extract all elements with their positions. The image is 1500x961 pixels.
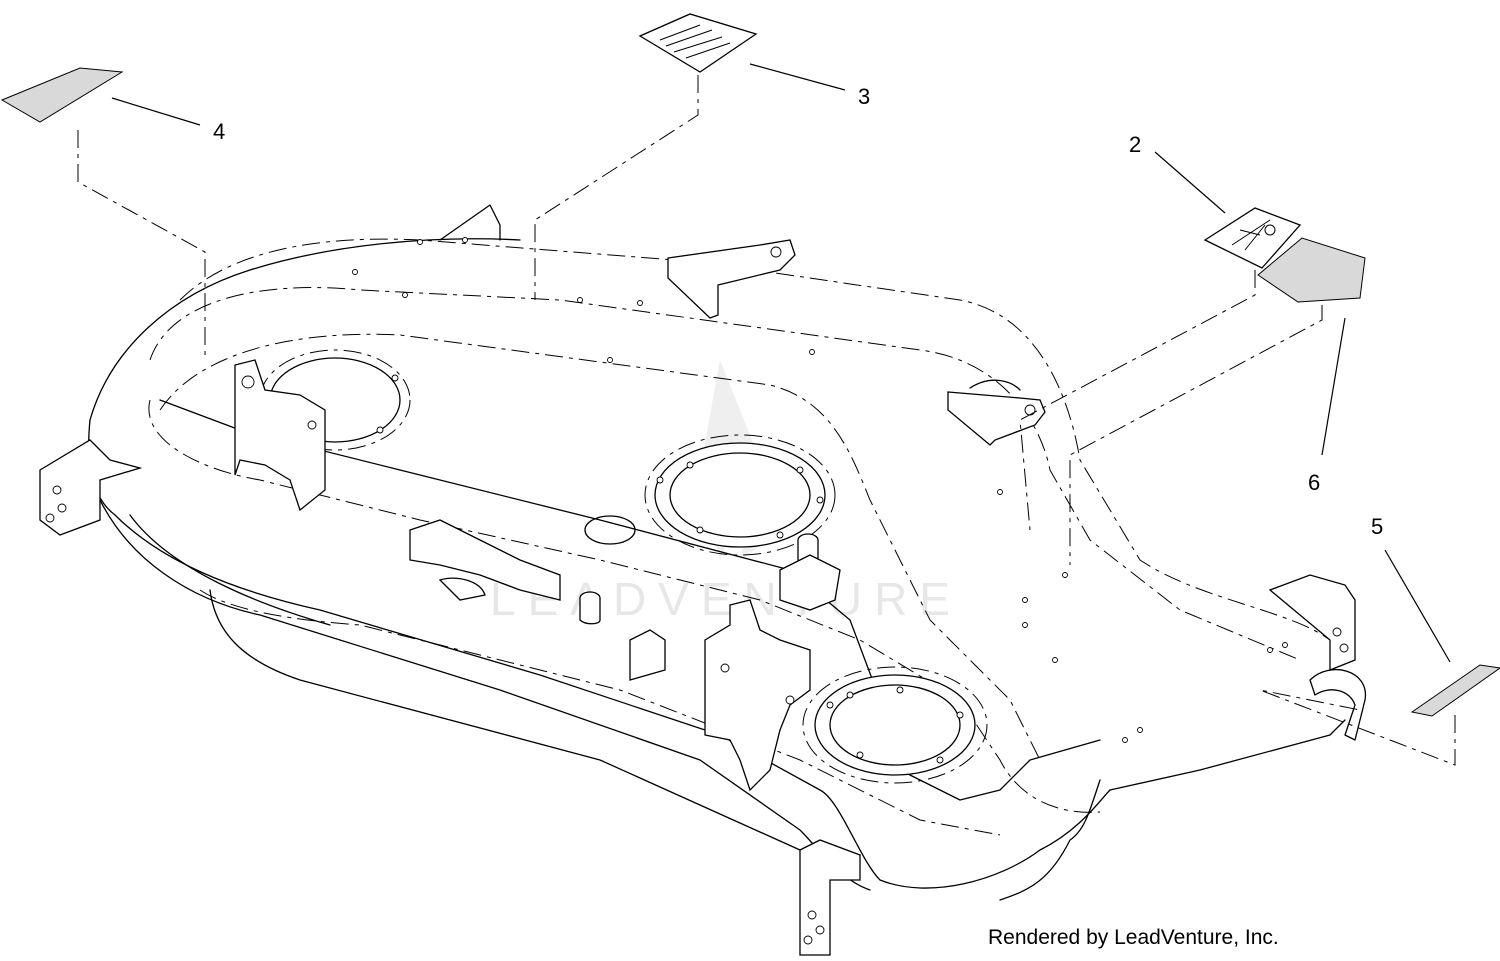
render-credit: Rendered by LeadVenture, Inc.: [988, 926, 1279, 949]
right-spindle-tower: [704, 554, 841, 792]
callout-4: 4: [213, 119, 225, 144]
callout-2: 2: [1129, 132, 1141, 157]
decal-5: [1410, 664, 1500, 717]
decal-6: [1257, 237, 1366, 303]
decal-3: [638, 13, 758, 73]
callout-6: 6: [1308, 470, 1320, 495]
idler-plates: [409, 515, 819, 681]
callout-3: 3: [858, 84, 870, 109]
decal-4: [0, 67, 124, 123]
front-mount-bracket: [799, 839, 861, 956]
decal-2: [1203, 207, 1302, 269]
placement-lines: [77, 75, 1456, 766]
leader-lines: [111, 63, 1451, 663]
right-mount-bracket: [1268, 574, 1366, 741]
callout-5: 5: [1371, 514, 1383, 539]
left-spindle-tower: [234, 359, 326, 512]
rear-hitch-brackets: [439, 204, 1046, 446]
callout-labels: 2 3 4 5 6: [213, 84, 1383, 539]
deck-holes: [352, 237, 1288, 743]
mower-deck: [39, 204, 1366, 956]
left-mount-bracket: [39, 439, 143, 536]
watermark-text: LEADVENTURE: [490, 573, 962, 625]
